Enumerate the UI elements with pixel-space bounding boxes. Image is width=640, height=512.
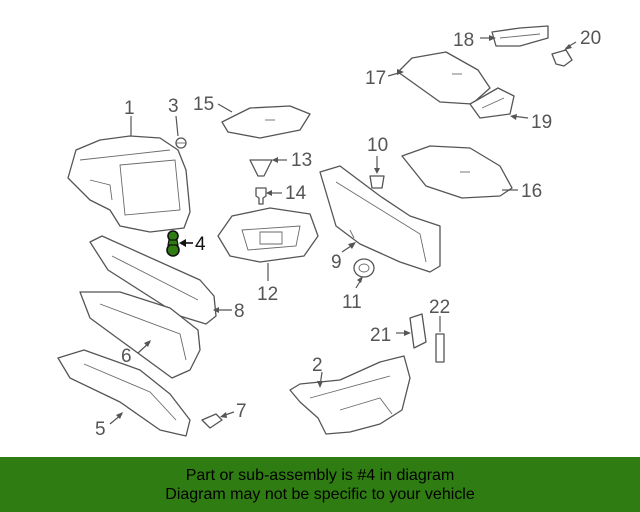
callout-11: 11 <box>342 292 362 313</box>
part-15-cover[interactable] <box>221 105 311 139</box>
arrowhead-17 <box>397 69 404 75</box>
callout-17: 17 <box>365 68 386 89</box>
parts-diagram: 1 3 15 13 14 12 4 <box>57 25 601 440</box>
part-14-bolt[interactable] <box>255 187 267 205</box>
arrowhead-5 <box>116 412 123 419</box>
leader-3 <box>175 115 179 137</box>
arrowhead-4 <box>179 239 186 247</box>
arrowhead-13 <box>272 157 278 163</box>
callout-14: 14 <box>285 183 307 204</box>
callout-7: 7 <box>236 401 247 422</box>
callout-20: 20 <box>580 28 601 49</box>
arrowhead-7 <box>220 412 227 418</box>
arrowhead-8 <box>213 307 219 313</box>
part-6-floor-panel[interactable] <box>79 291 201 379</box>
part-11-cover-cap[interactable] <box>353 258 375 278</box>
callout-12: 12 <box>257 284 278 305</box>
part-1-trunk-side-trim[interactable] <box>67 135 191 233</box>
part-9-right-side-panel[interactable] <box>319 165 441 273</box>
callout-13: 13 <box>291 150 312 171</box>
callout-3: 3 <box>168 96 179 117</box>
callout-6: 6 <box>121 346 132 367</box>
callout-8: 8 <box>234 301 245 322</box>
part-2-lower-bracket[interactable] <box>289 355 411 435</box>
arrowhead-20 <box>564 44 572 50</box>
banner-line-1: Part or sub-assembly is #4 in diagram <box>185 466 455 484</box>
part-8-trim-strip[interactable] <box>89 235 217 325</box>
part-3-clip[interactable] <box>175 137 187 149</box>
callout-2: 2 <box>312 355 323 376</box>
part-4-grommet[interactable] <box>166 230 180 257</box>
part-20-screw[interactable] <box>551 49 573 67</box>
callout-18: 18 <box>453 30 474 51</box>
callout-9: 9 <box>331 252 342 273</box>
part-19-bracket[interactable] <box>469 87 515 119</box>
callout-22: 22 <box>429 297 450 318</box>
callout-4: 4 <box>195 234 206 255</box>
part-7-fastener[interactable] <box>201 413 223 429</box>
arrowhead-21 <box>404 330 411 336</box>
part-10-clip[interactable] <box>369 175 385 189</box>
leader-15 <box>217 103 233 113</box>
part-21-strip[interactable] <box>409 313 427 349</box>
callout-15: 15 <box>193 94 214 115</box>
arrowhead-19 <box>510 114 517 120</box>
part-13-knob[interactable] <box>249 159 273 177</box>
arrowhead-9 <box>348 242 356 249</box>
part-17-upper-cover[interactable] <box>397 51 491 105</box>
part-16-cover[interactable] <box>401 145 513 199</box>
arrowhead-2 <box>317 381 323 388</box>
banner-line-2: Diagram may not be specific to your vehi… <box>165 485 475 503</box>
callout-1: 1 <box>124 98 135 119</box>
callout-19: 19 <box>531 112 552 133</box>
part-12-tray[interactable] <box>217 207 319 263</box>
arrowhead-10 <box>374 168 380 174</box>
callout-16: 16 <box>521 181 542 202</box>
callout-10: 10 <box>367 135 388 156</box>
callout-21: 21 <box>370 325 391 346</box>
info-banner: Part or sub-assembly is #4 in diagram Di… <box>0 457 640 512</box>
arrowhead-11 <box>357 276 363 283</box>
part-22-pin[interactable] <box>435 333 445 363</box>
arrowhead-18 <box>489 35 496 41</box>
arrowhead-14 <box>266 190 272 196</box>
part-18-bracket[interactable] <box>491 25 549 47</box>
part-5-lower-panel[interactable] <box>57 349 191 437</box>
callout-5: 5 <box>95 419 106 440</box>
arrowhead-6 <box>144 340 151 347</box>
